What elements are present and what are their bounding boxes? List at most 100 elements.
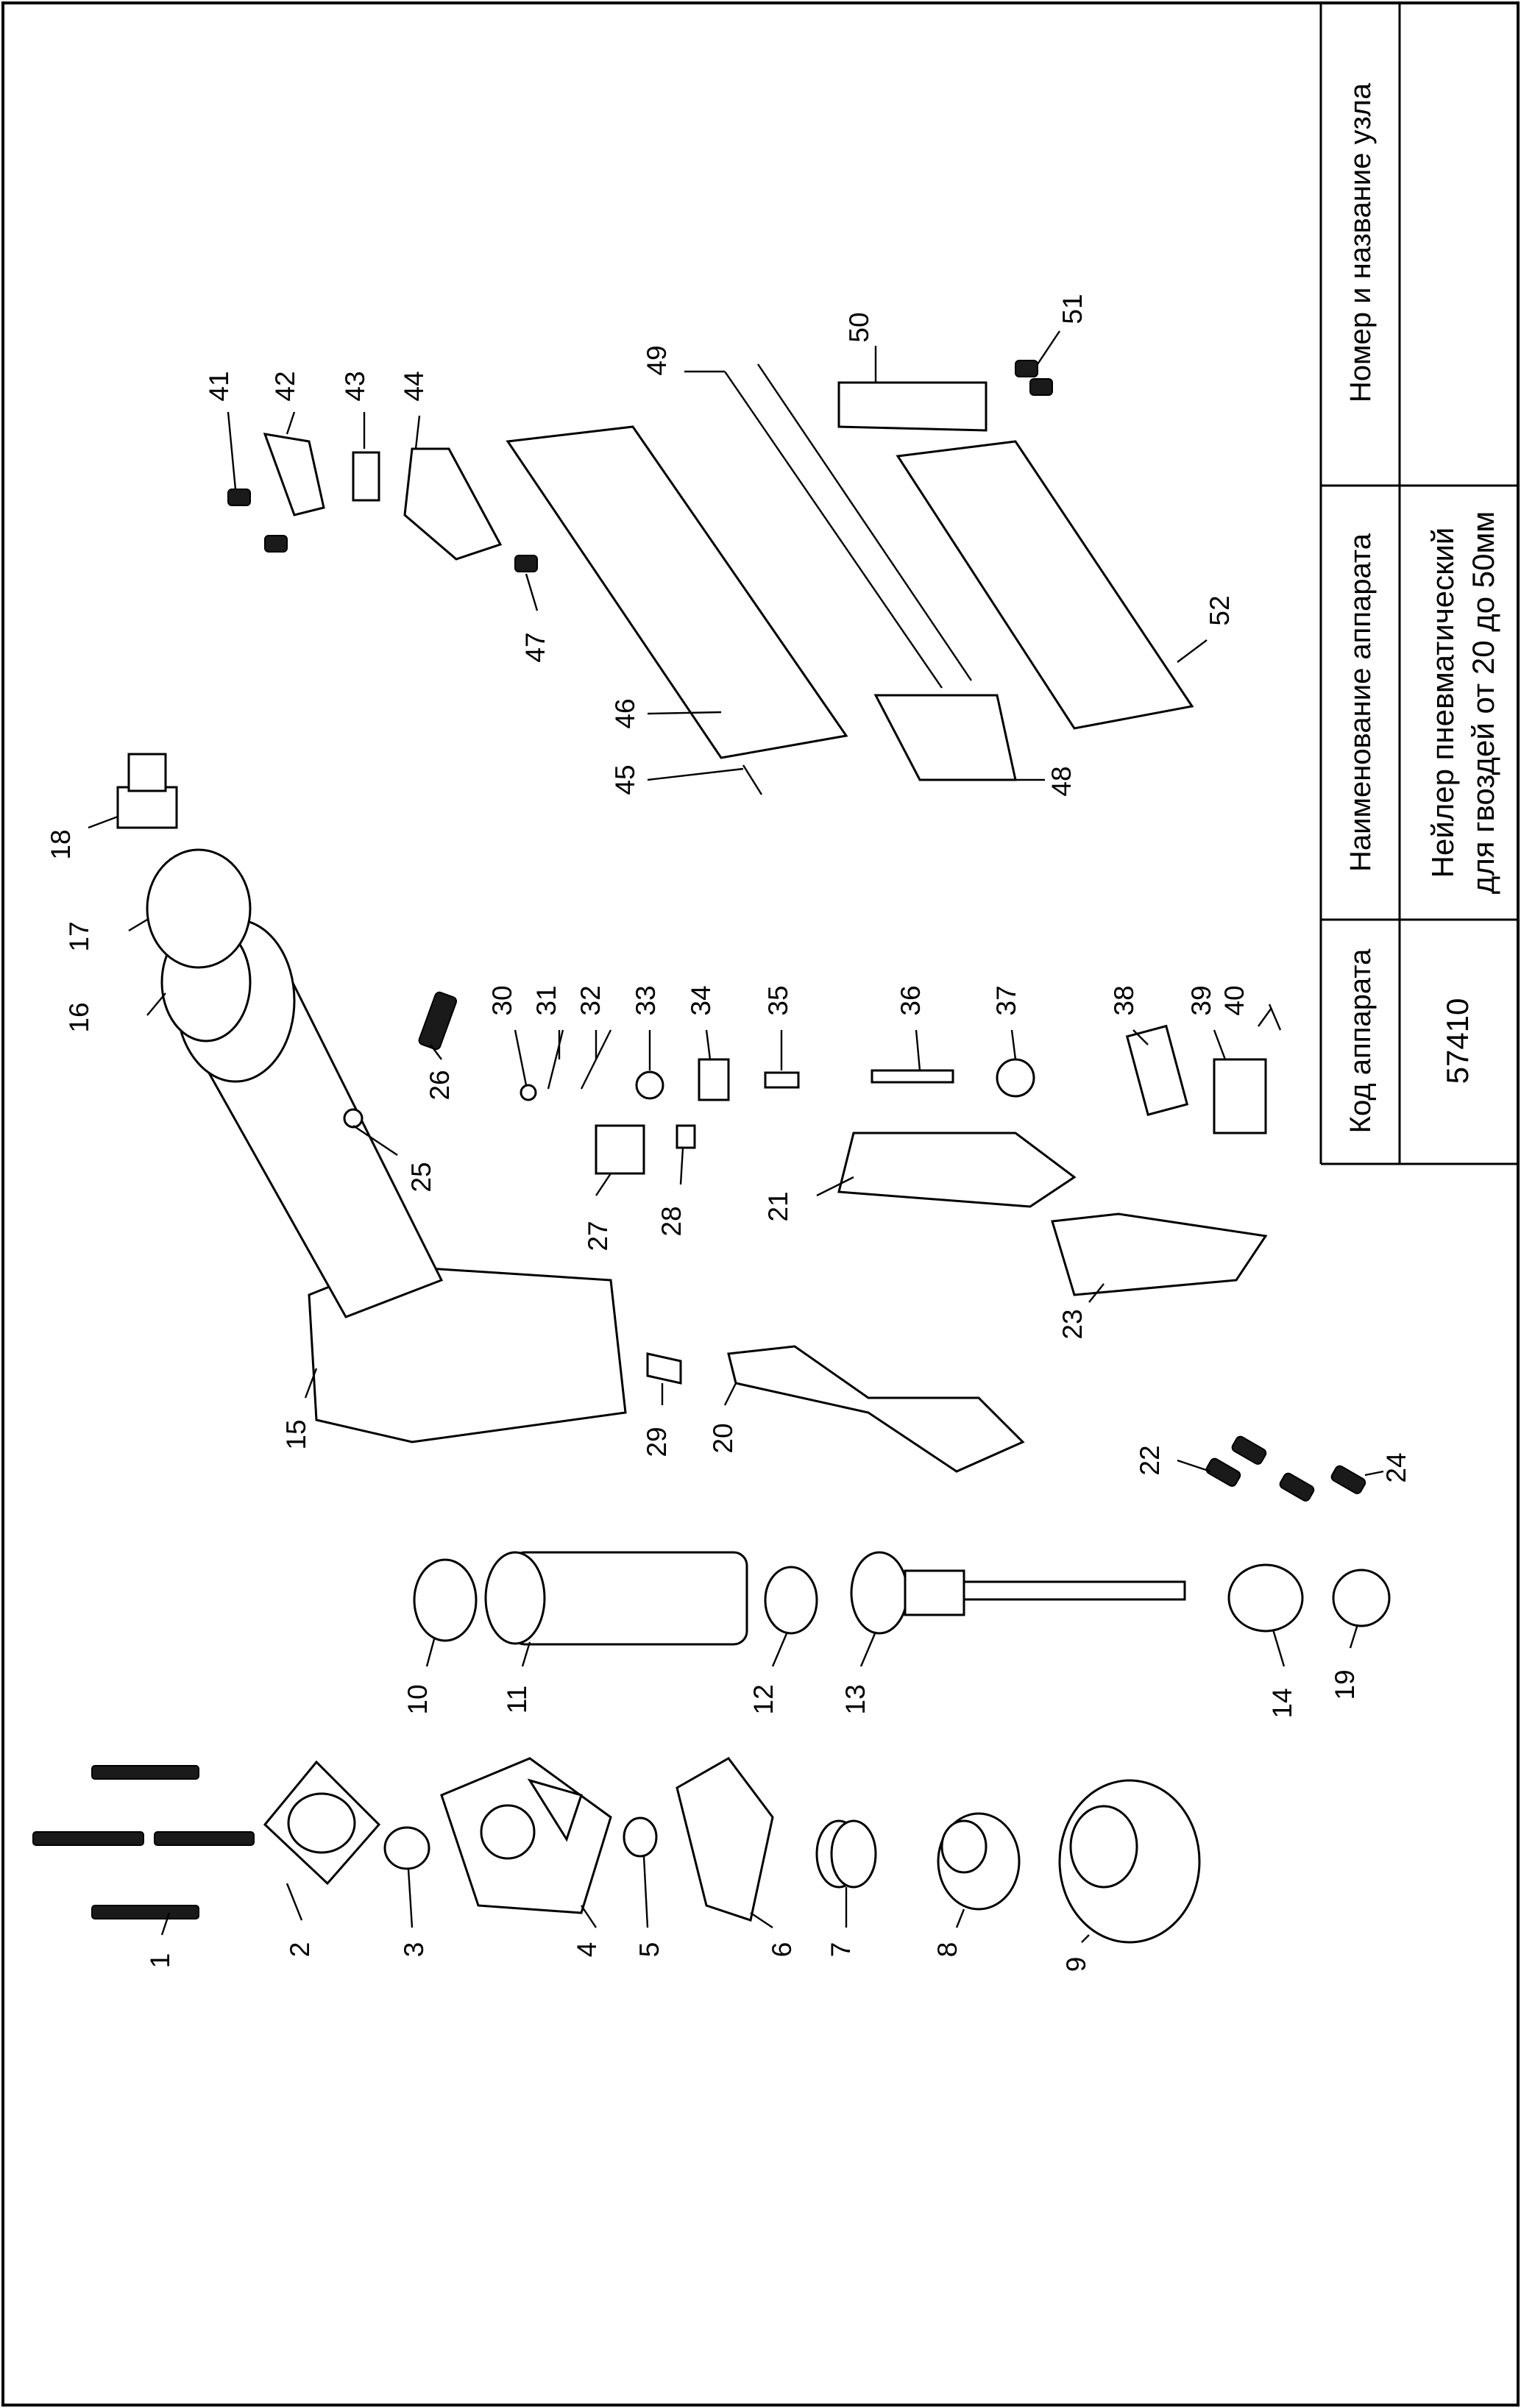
part-25-nut (343, 1108, 364, 1129)
part-29-spring (646, 1352, 682, 1385)
part-7-spring (815, 1819, 877, 1889)
callout-15: 15 (281, 1419, 311, 1449)
part-18-air-fitting (116, 753, 178, 829)
part-41-screw-b (264, 535, 288, 553)
callout-9: 9 (1061, 1957, 1091, 1972)
callout-14: 14 (1267, 1688, 1297, 1718)
callout-22: 22 (1135, 1445, 1165, 1475)
part-23-nose (1051, 1212, 1268, 1296)
part-4-cap (440, 1757, 612, 1914)
part-36-valve-pin (871, 1069, 954, 1084)
callout-29: 29 (642, 1427, 672, 1457)
callout-30: 30 (487, 985, 517, 1015)
callout-6: 6 (767, 1942, 797, 1958)
part-34-valve-stem (698, 1058, 730, 1101)
part-41-screw (227, 489, 251, 506)
callout-50: 50 (844, 312, 874, 342)
callout-27: 27 (583, 1221, 613, 1251)
part-52-rail (896, 440, 1194, 730)
part-2-plate (263, 1760, 381, 1886)
part-6-gasket (676, 1757, 774, 1922)
callout-12: 12 (748, 1684, 779, 1714)
callout-24: 24 (1381, 1452, 1411, 1482)
callout-3: 3 (399, 1942, 429, 1958)
part-14-bumper (1227, 1563, 1304, 1633)
code-header: Код аппарата (1344, 948, 1377, 1133)
callout-28: 28 (656, 1206, 687, 1236)
code-value: 57410 (1440, 998, 1475, 1084)
callout-46: 46 (610, 698, 640, 728)
callout-16: 16 (64, 1002, 94, 1032)
callout-26: 26 (425, 1070, 455, 1100)
callout-45: 45 (610, 764, 640, 795)
part-5-oring (623, 1816, 658, 1858)
callout-41: 41 (204, 371, 234, 401)
part-51-screw (1015, 360, 1038, 377)
part-51-screw-b (1029, 378, 1053, 396)
part-35-spring (764, 1071, 800, 1089)
callout-13: 13 (840, 1684, 871, 1714)
callout-34: 34 (686, 985, 716, 1015)
callout-21: 21 (763, 1191, 793, 1221)
part-15-body (174, 918, 627, 1443)
callouts: 1 2 3 4 5 6 7 8 9 10 11 12 13 14 19 22 2… (46, 294, 1411, 1972)
part-9-housing (1058, 1779, 1201, 1944)
callout-52: 52 (1205, 595, 1235, 625)
callout-36: 36 (896, 985, 926, 1015)
part-48-plate (873, 694, 1017, 781)
part-28-pin (676, 1124, 696, 1149)
callout-37: 37 (991, 985, 1021, 1015)
callout-49: 49 (642, 345, 672, 375)
title-block: Код аппарата 57410 Наименование аппарата… (1319, 3, 1518, 1165)
part-13-piston-driver (850, 1551, 1186, 1635)
part-42-hook (263, 433, 325, 516)
name-value-line1: Нейлер пневматический (1425, 528, 1460, 878)
part-27-bracket (595, 1124, 645, 1175)
callout-5: 5 (634, 1942, 664, 1958)
part-11-cylinder (484, 1551, 748, 1646)
callout-8: 8 (932, 1942, 962, 1958)
part-43-spring (352, 451, 380, 502)
part-49-springs (724, 363, 972, 689)
part-21-guide (837, 1132, 1077, 1208)
callout-43: 43 (340, 371, 370, 401)
part-47-screw (514, 555, 538, 572)
part-30-ball (520, 1084, 537, 1101)
part-31-pin (547, 1029, 564, 1090)
callout-1: 1 (145, 1953, 175, 1969)
part-38-plate (1125, 1024, 1189, 1116)
callout-40: 40 (1219, 985, 1249, 1015)
callout-2: 2 (285, 1942, 315, 1958)
callout-42: 42 (270, 371, 300, 401)
part-1-bolts (32, 1765, 255, 1919)
callout-18: 18 (46, 829, 76, 859)
part-20-lever (727, 1345, 1025, 1473)
part-39-latch (1213, 1058, 1267, 1134)
callout-38: 38 (1109, 985, 1139, 1015)
part-46-magazine (506, 425, 848, 759)
callout-39: 39 (1186, 985, 1216, 1015)
callout-23: 23 (1057, 1309, 1088, 1339)
part-19-bumper (1332, 1569, 1391, 1627)
part-26-bolt (418, 991, 458, 1051)
callout-19: 19 (1330, 1669, 1360, 1700)
part-44-bracket (403, 447, 503, 561)
callout-35: 35 (763, 985, 793, 1015)
part-45-pin (742, 764, 763, 795)
callout-51: 51 (1057, 294, 1088, 324)
part-12-oring (764, 1566, 818, 1635)
callout-25: 25 (406, 1162, 436, 1192)
callout-48: 48 (1046, 766, 1077, 796)
callout-31: 31 (531, 985, 561, 1015)
callout-11: 11 (502, 1686, 532, 1713)
callout-47: 47 (520, 632, 550, 662)
part-8-valve (937, 1812, 1021, 1911)
part-37-seal (996, 1058, 1035, 1098)
callout-17: 17 (64, 921, 94, 951)
callout-33: 33 (631, 985, 661, 1015)
callout-10: 10 (403, 1684, 433, 1714)
callout-32: 32 (575, 985, 606, 1015)
callout-7: 7 (826, 1942, 856, 1958)
